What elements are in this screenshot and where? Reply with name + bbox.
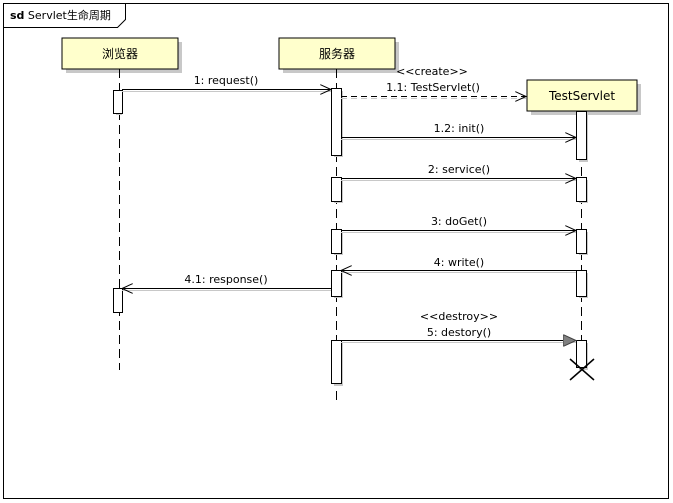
message-response[interactable]: 4.1: response() [122, 273, 331, 291]
activation-server-5 [331, 340, 342, 384]
message-label: 5: destory() [427, 326, 491, 339]
message-label: 2: service() [428, 163, 490, 176]
message-request[interactable]: 1: request() [122, 74, 331, 92]
message-init[interactable]: 1.2: init() [341, 122, 576, 140]
destroy-marker [569, 358, 595, 381]
message-label: 1: request() [194, 74, 259, 87]
lifeline-browser-box [61, 37, 179, 70]
message-label: 1.2: init() [434, 122, 485, 135]
message-label: 3: doGet() [431, 215, 487, 228]
message-label: 4.1: response() [184, 273, 267, 286]
lifeline-browser-label: 浏览器 [102, 46, 138, 61]
frame-title: sd Servlet生命周期 [10, 8, 111, 22]
lifeline-testservlet-label: TestServlet [548, 89, 615, 103]
lifeline-browser[interactable]: 浏览器 [61, 37, 182, 370]
activation-servlet-4 [576, 270, 587, 297]
stereotype-create: <<create>> [396, 65, 468, 78]
message-write[interactable]: 4: write() [341, 256, 576, 273]
activation-servlet-2 [576, 177, 587, 202]
sd-frame: sd Servlet生命周期 [3, 3, 669, 499]
activation-server-4 [331, 270, 342, 297]
lifeline-server-label: 服务器 [319, 46, 355, 61]
message-label: 1.1: TestServlet() [386, 81, 480, 94]
activation-server-3 [331, 229, 342, 254]
activation-servlet-1 [576, 111, 587, 160]
activation-servlet-3 [576, 229, 587, 254]
lifeline-server-box [278, 37, 396, 70]
activation-browser-2 [113, 288, 123, 313]
message-create-testservlet[interactable]: <<create>> 1.1: TestServlet() [341, 65, 526, 99]
message-label: 4: write() [434, 256, 484, 269]
message-service[interactable]: 2: service() [341, 163, 576, 181]
activation-browser-1 [113, 90, 123, 114]
activation-server-1 [331, 88, 342, 156]
frame-title-tab [3, 3, 126, 28]
activation-server-2 [331, 177, 342, 202]
message-doget[interactable]: 3: doGet() [341, 215, 576, 233]
stereotype-destroy: <<destroy>> [420, 310, 498, 323]
lifeline-testservlet[interactable]: TestServlet [526, 79, 641, 345]
message-destroy[interactable]: <<destroy>> 5: destory() [341, 310, 576, 343]
activation-servlet-5 [576, 340, 587, 368]
